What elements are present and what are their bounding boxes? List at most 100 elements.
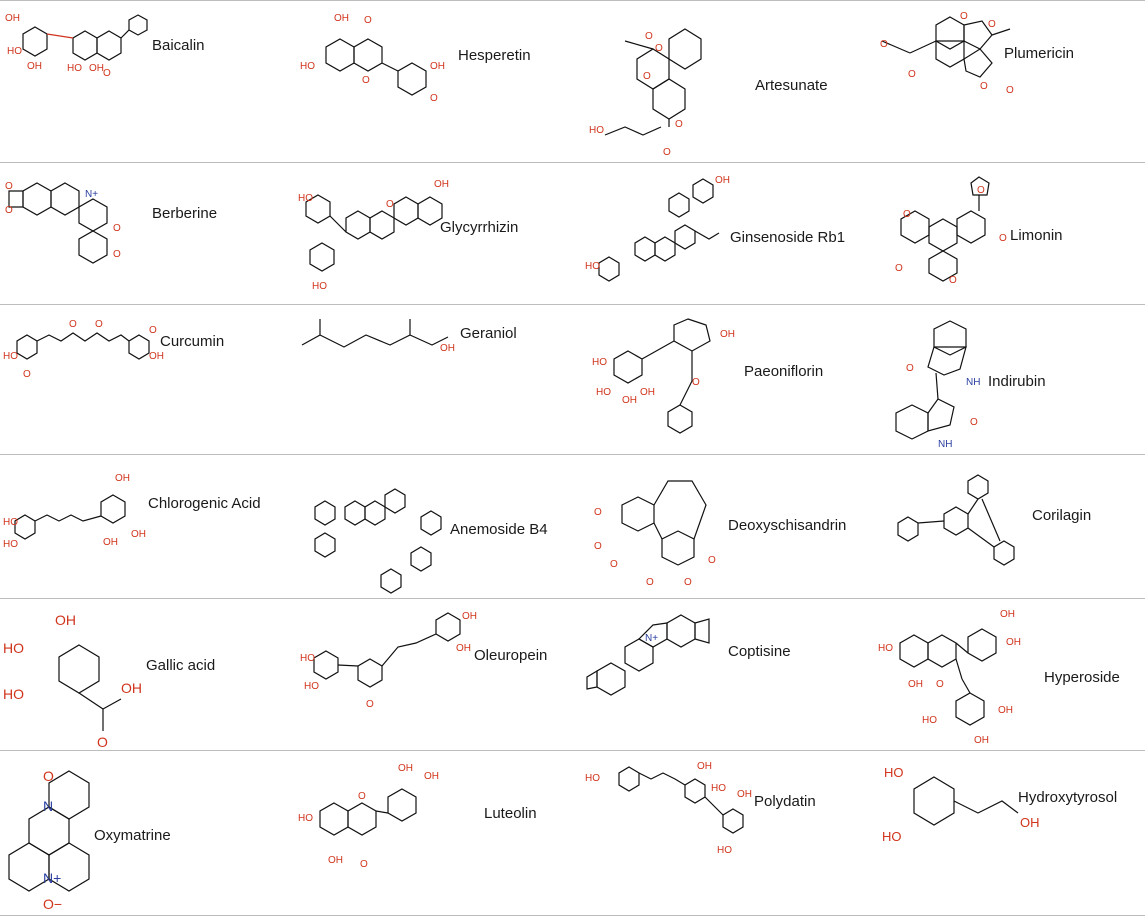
svg-text:O: O xyxy=(960,11,968,22)
svg-text:HO: HO xyxy=(585,773,600,784)
svg-text:O: O xyxy=(895,263,903,274)
svg-text:O: O xyxy=(5,181,13,192)
svg-text:OH: OH xyxy=(424,771,439,782)
compound-cell-hydroxytyrosol: HO HO OH Hydroxytyrosol xyxy=(870,751,1145,915)
svg-text:HO: HO xyxy=(711,783,726,794)
gallic-acid-structure: OH HO HO O OH xyxy=(3,612,142,750)
compound-cell-geraniol: OH Geraniol xyxy=(290,305,580,455)
svg-text:O: O xyxy=(43,768,54,784)
svg-text:NH: NH xyxy=(966,377,980,388)
svg-text:OH: OH xyxy=(89,63,104,74)
compound-name: Plumericin xyxy=(1004,45,1075,62)
svg-text:O: O xyxy=(386,199,394,210)
svg-text:HO: HO xyxy=(589,125,604,136)
svg-text:OH: OH xyxy=(456,643,471,654)
svg-text:HO: HO xyxy=(596,387,611,398)
compound-name: Gallic acid xyxy=(146,657,216,674)
svg-text:HO: HO xyxy=(300,653,315,664)
compound-name: Chlorogenic Acid xyxy=(148,495,261,512)
svg-text:OH: OH xyxy=(121,680,142,696)
svg-text:HO: HO xyxy=(312,281,327,292)
svg-text:N+: N+ xyxy=(43,870,61,886)
svg-text:HO: HO xyxy=(884,765,904,780)
svg-text:HO: HO xyxy=(3,517,18,528)
svg-text:OH: OH xyxy=(720,329,735,340)
svg-text:OH: OH xyxy=(328,855,343,866)
hydroxytyrosol-structure: HO HO OH xyxy=(882,765,1040,844)
svg-text:O: O xyxy=(988,19,996,30)
svg-text:O: O xyxy=(708,555,716,566)
svg-text:OH: OH xyxy=(974,735,989,746)
svg-text:O: O xyxy=(692,377,700,388)
svg-text:O: O xyxy=(880,39,888,50)
svg-text:OH: OH xyxy=(462,611,477,622)
svg-text:O: O xyxy=(663,147,671,158)
svg-text:O: O xyxy=(655,43,663,54)
svg-text:N+: N+ xyxy=(645,633,658,644)
compound-cell-oxymatrine: O N N+ O− Oxymatrine xyxy=(0,751,290,915)
svg-text:HO: HO xyxy=(3,351,18,362)
svg-text:O: O xyxy=(23,369,31,380)
svg-text:O: O xyxy=(903,209,911,220)
svg-text:N+: N+ xyxy=(85,189,98,200)
svg-text:O: O xyxy=(358,791,366,802)
svg-text:OH: OH xyxy=(1000,609,1015,620)
indirubin-structure: ONH ONH xyxy=(895,320,980,450)
svg-text:OH: OH xyxy=(697,761,712,772)
svg-text:O: O xyxy=(949,275,957,286)
svg-text:OH: OH xyxy=(434,179,449,190)
compound-cell-corilagin: Corilagin xyxy=(870,455,1145,599)
svg-text:HO: HO xyxy=(3,640,24,656)
svg-text:HO: HO xyxy=(922,715,937,726)
svg-text:O: O xyxy=(999,233,1007,244)
compound-name: Oxymatrine xyxy=(94,827,171,844)
geraniol-structure: OH xyxy=(301,319,455,354)
svg-text:OH: OH xyxy=(715,175,730,186)
compound-name: Geraniol xyxy=(460,325,517,342)
svg-text:O: O xyxy=(594,541,602,552)
svg-text:O: O xyxy=(430,93,438,104)
compound-name: Baicalin xyxy=(152,37,205,54)
svg-text:HO: HO xyxy=(3,539,18,550)
svg-text:O: O xyxy=(364,15,372,26)
oxymatrine-structure: O N N+ O− xyxy=(8,768,90,912)
compound-name: Berberine xyxy=(152,205,218,222)
svg-text:O: O xyxy=(684,577,692,588)
svg-text:O: O xyxy=(362,75,370,86)
plumericin-structure: OO OO OO xyxy=(880,11,1014,96)
compound-name: Glycyrrhizin xyxy=(440,219,519,236)
svg-text:OH: OH xyxy=(103,537,118,548)
svg-text:HO: HO xyxy=(717,845,732,856)
svg-text:HO: HO xyxy=(592,357,607,368)
deoxyschisandrin-structure: OO OO OO xyxy=(594,480,716,588)
svg-text:O: O xyxy=(97,734,108,750)
artesunate-structure: OO OO HOO xyxy=(589,28,702,158)
svg-text:O: O xyxy=(906,363,914,374)
svg-text:OH: OH xyxy=(908,679,923,690)
svg-text:HO: HO xyxy=(7,46,22,57)
compound-name: Artesunate xyxy=(755,77,828,94)
svg-text:OH: OH xyxy=(398,763,413,774)
